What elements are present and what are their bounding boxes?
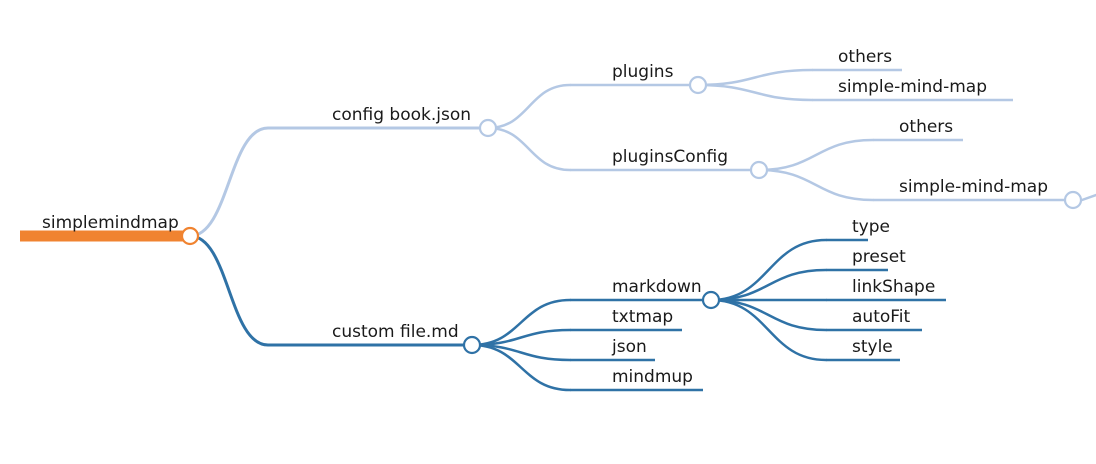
connector-line	[696, 68, 814, 87]
connector-line	[709, 238, 828, 302]
node-label[interactable]: plugins	[612, 62, 674, 82]
node-label[interactable]: custom file.md	[332, 322, 459, 342]
expand-toggle-icon[interactable]	[1063, 190, 1083, 210]
expand-toggles-layer	[180, 75, 1083, 355]
connector-line	[709, 298, 828, 362]
node-label[interactable]: config book.json	[332, 105, 471, 125]
links-layer	[188, 68, 1096, 392]
connector-line	[470, 343, 572, 392]
node-label[interactable]: autoFit	[852, 307, 911, 327]
connector-line	[696, 83, 814, 102]
node-label[interactable]: preset	[852, 247, 906, 267]
node-label[interactable]: simplemindmap	[42, 213, 179, 233]
connector-line	[486, 126, 572, 172]
node-label[interactable]: linkShape	[852, 277, 935, 297]
node-label[interactable]: json	[611, 337, 647, 357]
node-label[interactable]: simple-mind-map	[899, 177, 1048, 197]
connector-line	[1080, 193, 1096, 202]
connector-line	[486, 83, 572, 130]
connector-line	[709, 298, 828, 332]
node-label[interactable]: style	[852, 337, 893, 357]
connector-line	[188, 126, 270, 238]
labels-layer: simplemindmap config book.json plugins othe…	[42, 47, 1048, 387]
node-label[interactable]: simple-mind-map	[838, 77, 987, 97]
node-label[interactable]: others	[899, 117, 953, 137]
node-label[interactable]: pluginsConfig	[612, 147, 728, 167]
expand-toggle-icon[interactable]	[462, 335, 482, 355]
node-label[interactable]: others	[838, 47, 892, 67]
expand-toggle-icon[interactable]	[701, 290, 721, 310]
connector-line	[188, 234, 270, 347]
connector-line	[757, 168, 875, 202]
expand-toggle-icon[interactable]	[749, 160, 769, 180]
node-label[interactable]: txtmap	[612, 307, 673, 327]
node-label[interactable]: type	[852, 217, 890, 237]
connector-line	[757, 138, 875, 172]
expand-toggle-icon[interactable]	[180, 226, 200, 246]
underlines-layer	[20, 68, 1073, 392]
expand-toggle-icon[interactable]	[688, 75, 708, 95]
connector-line	[709, 268, 828, 302]
node-label[interactable]: mindmup	[612, 367, 693, 387]
node-label[interactable]: markdown	[612, 277, 702, 297]
expand-toggle-icon[interactable]	[478, 118, 498, 138]
